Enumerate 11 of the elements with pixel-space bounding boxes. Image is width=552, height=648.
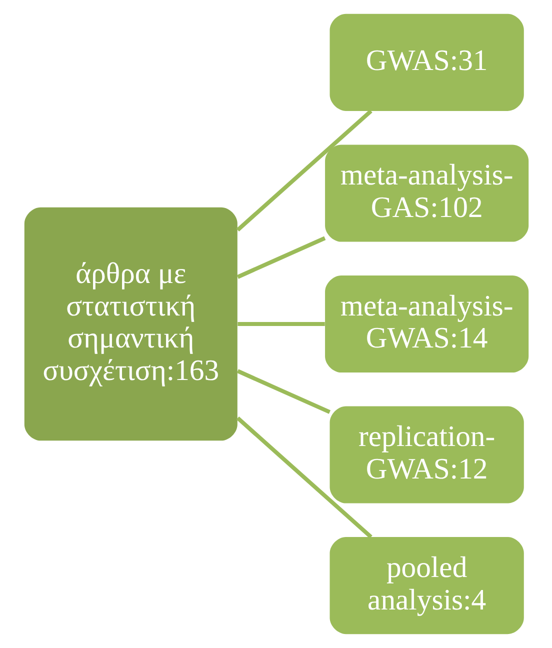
node-box: replication-GWAS:12 [329, 406, 524, 504]
connector [236, 369, 330, 414]
connector [236, 416, 372, 538]
connector [237, 322, 324, 326]
node-box: meta-analysis-GWAS:14 [324, 275, 528, 373]
node-box: άρθρα με στατιστική σημαντική συσχέτιση:163 [24, 207, 237, 441]
node-box: pooled analysis:4 [329, 537, 524, 634]
connector [236, 236, 326, 279]
connector [236, 110, 372, 232]
node-box: GWAS:31 [329, 14, 524, 111]
node-box: meta-analysis-GAS:102 [324, 144, 528, 242]
